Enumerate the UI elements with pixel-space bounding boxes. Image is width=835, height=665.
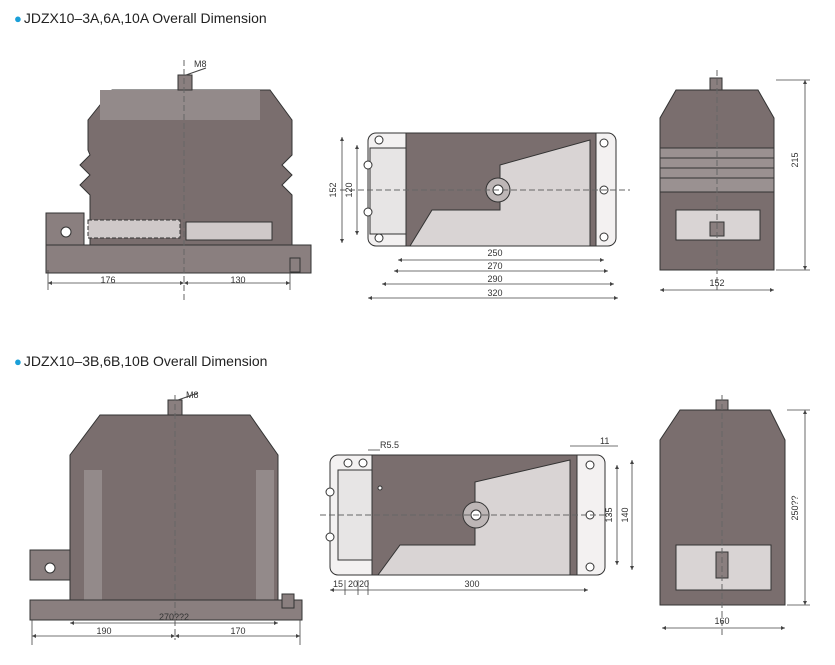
top-view-b (320, 454, 610, 576)
terminal-box-b (29, 549, 71, 581)
dim-290: 290 (487, 274, 502, 284)
transparent-window (369, 147, 407, 235)
dim-11: 11 (600, 436, 609, 446)
dim-135: 135 (604, 507, 614, 522)
dim-15: 15 (333, 579, 343, 589)
top-bolt (177, 74, 193, 91)
foot-bolt (289, 257, 301, 273)
front-view-a (45, 60, 312, 300)
front-dims-a (47, 270, 291, 290)
side-view-a (659, 70, 775, 290)
top-dims-a (340, 137, 618, 300)
dim-270: 270 (487, 261, 502, 271)
side-terminal-b (715, 551, 729, 579)
base-plate-b (29, 599, 303, 621)
dim-176: 176 (100, 275, 115, 285)
dim-20: 20 (348, 579, 358, 589)
dim-320: 320 (487, 288, 502, 298)
dim-140: 140 (620, 507, 630, 522)
radius-label: R5.5 (380, 440, 399, 450)
side-view-b (659, 395, 786, 635)
secondary-slot (87, 219, 181, 239)
dim-160: 160 (714, 616, 729, 626)
dim-250: 250 (487, 248, 502, 258)
dim-152-side: 152 (709, 278, 724, 288)
dim-300: 300 (464, 579, 479, 589)
dim-190: 190 (96, 626, 111, 636)
upper-band (100, 90, 260, 120)
front-dims-b (31, 620, 301, 645)
bolt-label-a: M8 (194, 59, 207, 69)
side-dims-a (660, 79, 810, 292)
dim-120: 120 (344, 182, 354, 197)
dim-152: 152 (328, 182, 338, 197)
dim-215: 215 (790, 152, 800, 167)
front-view-b (29, 392, 303, 640)
section-a-title: JDZX10–3A,6A,10A Overall Dimension (23, 10, 267, 26)
foot-bolt-b (281, 593, 295, 609)
section-a-heading: ●JDZX10–3A,6A,10A Overall Dimension (14, 10, 267, 26)
transformer-body (79, 89, 293, 246)
section-b-title: JDZX10–3B,6B,10B Overall Dimension (23, 353, 268, 369)
bolt-label-b: M8 (186, 390, 199, 400)
section-b-heading: ●JDZX10–3B,6B,10B Overall Dimension (14, 353, 267, 369)
base-plate (45, 244, 312, 274)
side-dims-b (662, 409, 810, 630)
bullet-icon: ● (14, 354, 22, 369)
side-top-bolt (709, 77, 723, 91)
secondary-terminal (185, 221, 273, 241)
dim-250-side: 250?? (790, 495, 800, 520)
dim-130: 130 (230, 275, 245, 285)
top-view-a (340, 132, 630, 247)
bullet-icon: ● (14, 11, 22, 26)
dim-170: 170 (230, 626, 245, 636)
dim-20-b: 20 (359, 579, 369, 589)
dim-270-tolerance: 270??2 (159, 612, 189, 622)
top-dims-b (330, 445, 634, 595)
